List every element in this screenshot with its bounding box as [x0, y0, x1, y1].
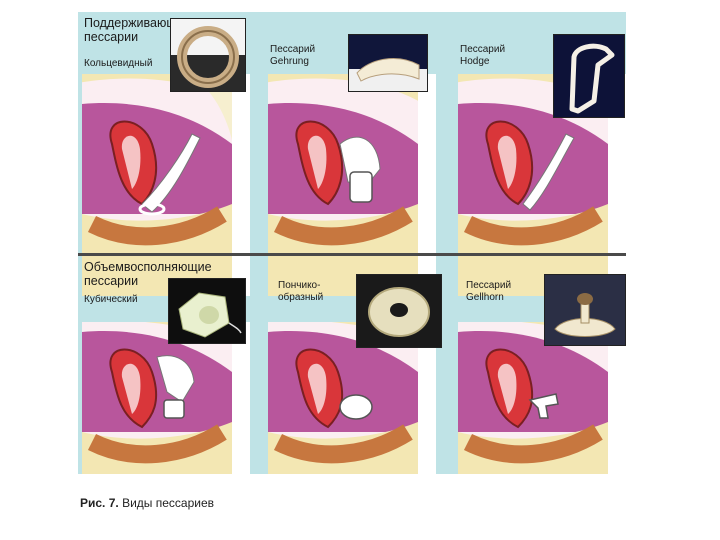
type-label-line1: Пессарий [270, 44, 315, 56]
group-label-line1: Объемвосполняющие [84, 260, 212, 274]
type-label-line2: Gellhorn [466, 292, 511, 304]
hodge-pessary-photo [553, 34, 625, 118]
type-label-line2: образный [278, 292, 323, 304]
donut-pessary-photo [356, 274, 442, 348]
label-donut: Пончико- образный [278, 280, 323, 304]
caption-text: Виды пессариев [119, 496, 214, 510]
cube-pessary-photo [168, 278, 246, 344]
label-hodge: Пессарий Hodge [460, 44, 505, 68]
gehrung-pessary-photo [348, 34, 428, 92]
pelvis-illustration [268, 74, 436, 296]
type-label-line1: Пессарий [466, 280, 511, 292]
type-label-line2: Hodge [460, 56, 505, 68]
label-gellhorn: Пессарий Gellhorn [466, 280, 511, 304]
type-label-line2: Gehrung [270, 56, 315, 68]
type-label-line1: Пессарий [460, 44, 505, 56]
ring-pessary-photo [170, 18, 246, 92]
label-ring: Кольцевидный [84, 58, 152, 70]
type-label-line1: Кольцевидный [84, 58, 152, 70]
type-label-line1: Пончико- [278, 280, 323, 292]
figure-caption: Рис. 7. Виды пессариев [80, 496, 214, 510]
type-label-line1: Кубический [84, 294, 138, 306]
section-divider [78, 253, 626, 256]
pelvis-illustration [82, 322, 250, 474]
panel-cube [82, 322, 250, 474]
panel-gehrung [268, 74, 436, 296]
label-gehrung: Пессарий Gehrung [270, 44, 315, 68]
pessary-figure: Поддерживающие пессарии Кольцевидный Пес… [78, 12, 626, 474]
caption-prefix: Рис. 7. [80, 496, 119, 510]
label-cube: Кубический [84, 294, 138, 306]
gellhorn-pessary-photo [544, 274, 626, 346]
